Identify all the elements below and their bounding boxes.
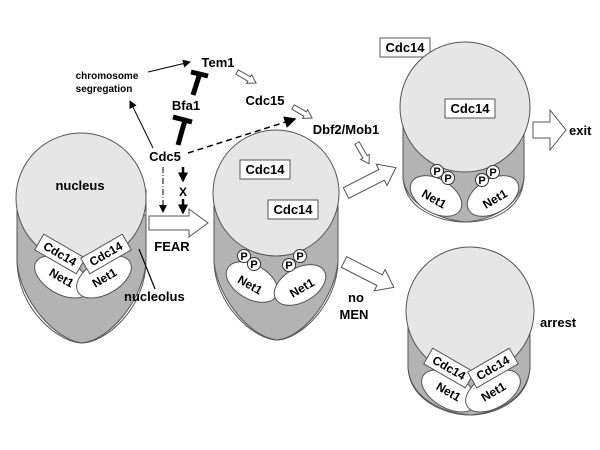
chromosome-segregation-label-line2: segregation	[76, 84, 133, 95]
no-men-label-line1: no	[348, 290, 364, 305]
cell-3-phospho-group-left: P P	[430, 164, 455, 185]
cell-2-phospho-label: P	[285, 260, 292, 272]
cell-2-cdc14-top-label: Cdc14	[245, 162, 285, 177]
x-mark-label: X	[179, 185, 187, 199]
cell-3-phospho-label: P	[489, 167, 496, 179]
no-men-arrow	[340, 255, 395, 292]
exit-arrow: exit	[532, 108, 592, 152]
bfa1-inhibits-tem1	[190, 69, 209, 96]
cell-1-cdc14-left-box	[34, 233, 86, 275]
cell-4-cdc14-left-box	[423, 347, 475, 389]
cdc15-label: Cdc15	[245, 93, 284, 108]
chromosome-segregation-label-line1: chromosome	[76, 71, 139, 82]
cell-1-nucleus-label: nucleus	[55, 178, 104, 193]
fear-label: FEAR	[154, 239, 190, 254]
cell-3-phospho-label: P	[444, 173, 451, 185]
cdc5-label: Cdc5	[149, 149, 181, 164]
cdc5-to-chromosome-segregation-arrow	[129, 100, 154, 149]
chromosome-segregation-to-tem1-arrow	[147, 59, 191, 73]
regulatory-network: chromosome segregation Tem1 Bfa1 Cdc5 Cd…	[76, 55, 379, 215]
cell-2-phospho-label: P	[240, 251, 247, 263]
men-arrow	[342, 163, 397, 200]
cell-4-cdc14-right-box	[467, 347, 519, 389]
cell-2-cdc14-top-box	[239, 159, 291, 180]
cell-4-nucleus	[405, 246, 535, 376]
dbf2-mob1-label: Dbf2/Mob1	[313, 122, 379, 137]
cell-3-phospho-group-right: P P	[475, 165, 500, 187]
fear-arrow: FEAR	[148, 208, 209, 254]
cell-3-cdc14-outside-box	[379, 37, 431, 58]
exit-label: exit	[569, 123, 592, 138]
cell-2-phospho-group-left: P P	[237, 249, 261, 271]
cell-4-arrest: Net1 Net1 Cdc14 Cdc14	[405, 246, 535, 416]
cell-2-phospho-label: P	[250, 259, 257, 271]
cell-3-cdc14-outside-label: Cdc14	[385, 40, 425, 55]
cell-2-cdc14-bottom-box	[267, 199, 319, 220]
cell-2-phospho-group-right: P P	[282, 249, 307, 272]
cell-3-cdc14-inside-label: Cdc14	[450, 101, 490, 116]
cdc5-inhibits-bfa1	[172, 114, 193, 146]
tem1-to-cdc15-arrow	[235, 69, 257, 84]
cell-3-phospho-label: P	[478, 175, 485, 187]
cell-1-nucleolus-label: nucleolus	[124, 289, 185, 304]
cell-1-interphase: Net1 Net1 Cdc14 Cdc14 nucleus nucleolus	[15, 132, 185, 344]
cell-2-cdc14-bottom-label: Cdc14	[273, 202, 313, 217]
arrest-label: arrest	[540, 315, 577, 330]
dbf2-to-men-arrow	[354, 141, 370, 165]
cell-3-cdc14-inside-box	[444, 98, 496, 119]
cell-3-phospho-label: P	[433, 166, 440, 178]
cell-2-nucleus	[212, 129, 340, 257]
cdc15-to-dbf2-arrow	[291, 104, 313, 119]
cdc5-to-dbf2-dashed-arrow	[187, 116, 297, 154]
tem1-label: Tem1	[202, 55, 235, 70]
cell-3-mitotic-exit: Cdc14 Net1 Net1 P P P P Cdc14	[379, 37, 531, 223]
nucleolus-pointer-line	[138, 248, 156, 290]
cell-2-fear-release: Net1 Net1 P P P P Cdc14 Cdc14	[212, 129, 340, 341]
no-men-label-line2: MEN	[340, 307, 369, 322]
cell-2-phospho-label: P	[296, 251, 303, 263]
cell-1-cdc14-right-box	[80, 233, 132, 275]
bfa1-label: Bfa1	[172, 98, 200, 113]
